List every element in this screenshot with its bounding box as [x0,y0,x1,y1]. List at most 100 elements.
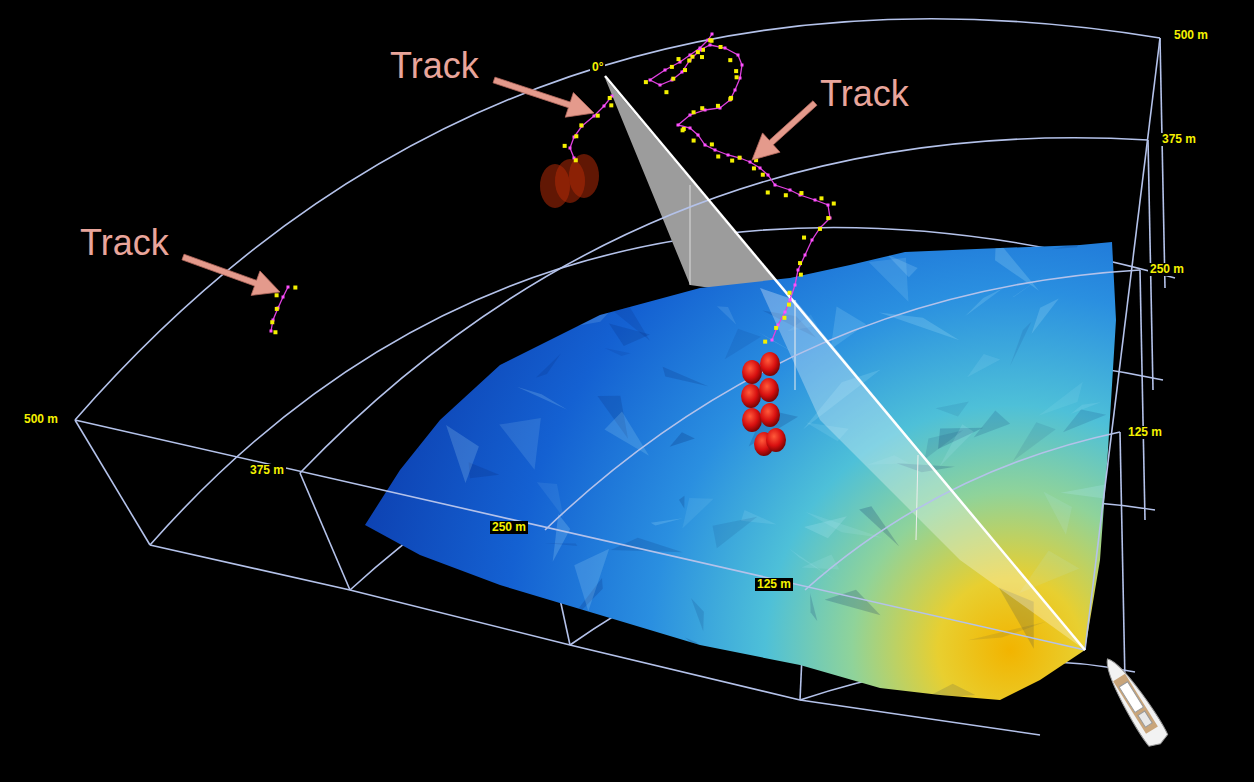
seafloor-facet [545,543,578,546]
seafloor-facet [508,297,532,314]
seafloor-facet [968,622,1046,641]
detection-dot [273,330,277,334]
track-point [714,149,717,152]
track-point [569,147,572,150]
track-point [759,167,762,170]
seafloor-facet [802,555,840,570]
detection-dot [664,90,668,94]
target-track [644,33,836,344]
plane-divider [690,185,691,285]
seafloor-facet [536,353,561,377]
vertical-edge [1160,38,1165,288]
seafloor-facet [682,498,713,529]
detection-dot [710,142,714,146]
track-point [827,204,830,207]
track-point [603,105,606,108]
plane-divider [795,300,796,390]
detection-dot [275,293,279,297]
seafloor-facet [1010,322,1031,366]
detection-dot [784,193,788,197]
detection-dot [696,50,700,54]
detection-dot [275,307,279,311]
detection-dot [799,273,803,277]
detection-dot [719,45,723,49]
track-point [287,286,290,289]
track-point [739,157,742,160]
seafloor-facet [1061,478,1138,498]
echo-blob [760,352,780,376]
detection-dot [574,134,578,138]
track-point [709,44,712,47]
detection-dot [799,191,803,195]
seafloor-facet [685,637,712,659]
ship-icon [1097,653,1170,750]
range-label: 500 m [22,413,60,426]
seafloor-facet [609,293,650,341]
track-point [270,330,273,333]
detection-dot [787,303,791,307]
vertical-edge [1140,270,1145,520]
seafloor-facet [810,593,817,621]
radial-edge [75,420,1085,650]
seafloor-facet [857,231,870,254]
range-label: 375 m [1160,133,1198,146]
range-arc [805,432,1120,590]
seafloor-facet [499,418,541,470]
seafloor-facet [1106,487,1140,523]
seafloor-facet [713,517,758,548]
seafloor-facet [789,548,839,582]
callout-arrow [752,101,817,160]
seafloor-facet [407,582,432,615]
track-line [650,34,830,340]
track-point [741,64,744,67]
seafloor-facet [651,518,683,525]
detection-dot [734,69,738,73]
detection-dot [608,96,612,100]
detection-dot [716,104,720,108]
track-point [784,311,787,314]
seafloor-facet [939,424,973,466]
echo-blob [759,378,779,402]
seafloor-facet [694,673,728,694]
seafloor-facet [368,329,411,369]
seafloor-facet [492,647,545,678]
detection-dot [701,48,705,52]
seafloor-facet [663,367,709,387]
track-point [734,89,737,92]
detection-dot [735,75,739,79]
plane-divider [916,455,918,540]
target-echo [741,352,786,456]
detection-dot [708,38,712,42]
seafloor-facet [377,390,420,451]
detection-dot [738,156,742,160]
track-point [593,115,596,118]
track-point [677,124,680,127]
track-point [689,114,692,117]
radial-edge [1085,38,1160,650]
track-point [811,239,814,242]
detection-dot [690,55,694,59]
track-point [774,184,777,187]
range-label: 250 m [490,521,528,534]
detection-dot [687,59,691,63]
track-point [664,69,667,72]
seafloor-facet [663,654,697,697]
seafloor-facet [451,589,515,609]
track-point [749,161,752,164]
detection-dot [761,173,765,177]
detection-dot [644,80,648,84]
detection-dot [716,154,720,158]
track-point [739,77,742,80]
detection-dot [563,144,567,148]
seafloor-facet [1032,298,1059,334]
track-callout: Track [820,74,909,114]
track-callout: Track [390,46,479,86]
range-label: 500 m [1172,29,1210,42]
detection-dot [692,110,696,114]
detection-dot [728,58,732,62]
track-point [814,199,817,202]
seafloor-facet [401,403,429,419]
echo-blob [741,384,761,408]
track-point [797,269,800,272]
